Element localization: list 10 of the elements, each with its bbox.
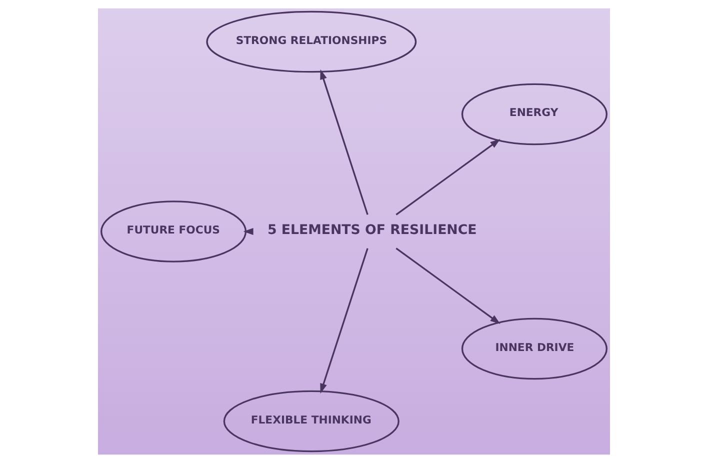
arrow: [320, 69, 368, 215]
node-ellipse: STRONG RELATIONSHIPS: [206, 10, 416, 73]
node-ellipse: FLEXIBLE THINKING: [222, 390, 399, 452]
node-ellipse: FUTURE FOCUS: [100, 200, 246, 262]
arrow: [320, 248, 368, 394]
arrow: [395, 139, 500, 216]
node-ellipse: INNER DRIVE: [460, 318, 607, 380]
node-text: 5 ELEMENTS OF RESILIENCE: [266, 222, 476, 238]
node-ellipse: ENERGY: [460, 83, 607, 146]
arrow: [395, 248, 500, 324]
